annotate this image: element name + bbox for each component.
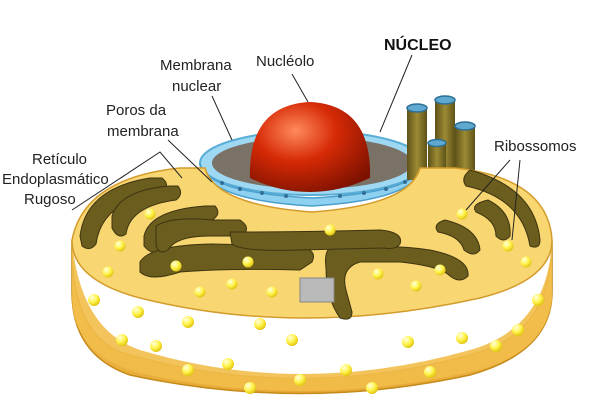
labels: NÚCLEO Nucléolo Membrana nuclear Poros d… [2, 35, 577, 241]
label-reticulo-line1: Retículo [32, 151, 87, 168]
label-reticulo-line3: Rugoso [24, 191, 76, 208]
leader-reticulo [71, 151, 183, 211]
label-membrana-line1: Membrana [160, 57, 232, 74]
leader-nucleo [379, 54, 413, 133]
label-reticulo-line2: Endoplasmático [2, 171, 109, 188]
label-membrana-line2: nuclear [172, 78, 221, 95]
label-ribossomos: Ribossomos [494, 138, 577, 155]
label-poros-line2: membrana [107, 123, 179, 140]
leader-membrana [211, 95, 233, 141]
nucleus [199, 102, 425, 207]
leader-ribossomos-a [465, 159, 511, 211]
er-cisternae [79, 169, 541, 320]
leader-nucleolo [291, 73, 309, 103]
label-nucleo: NÚCLEO [384, 35, 452, 54]
ribosomes [88, 208, 544, 394]
nucleolus [249, 102, 371, 192]
leader-ribossomos-b [511, 159, 521, 241]
label-nucleolo: Nucléolo [256, 53, 314, 70]
er-body [71, 167, 553, 395]
membrane-pores [220, 180, 407, 198]
leader-poros [167, 139, 213, 183]
label-poros-line1: Poros da [106, 102, 167, 119]
er-floor-gap [299, 277, 335, 303]
